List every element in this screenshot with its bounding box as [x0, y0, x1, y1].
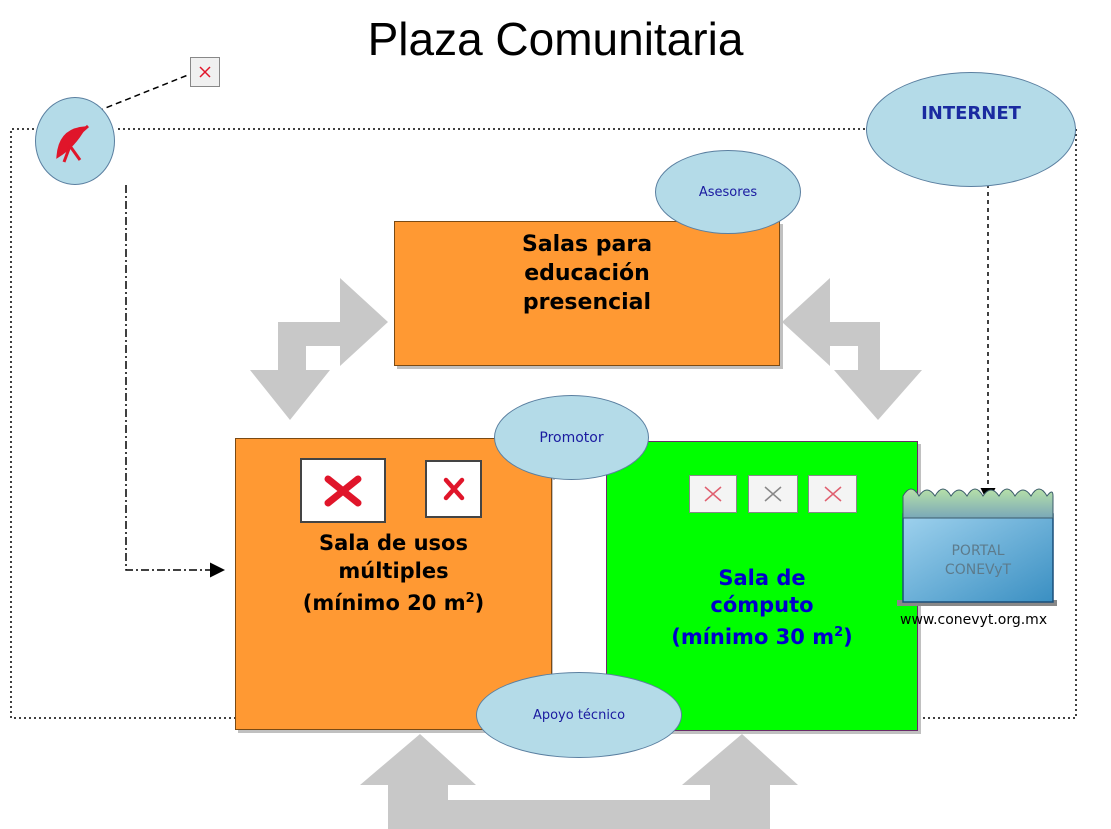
- room-label-line: presencial: [522, 290, 652, 315]
- oval-satellite: [35, 97, 115, 185]
- room-label-text: ): [843, 625, 853, 649]
- room-label-line: Sala de usos: [319, 531, 468, 555]
- portal-building-icon: [897, 488, 1057, 606]
- room-label-line: educación: [524, 261, 650, 286]
- broken-image-icon: [300, 458, 386, 523]
- gray-arrow-upper-left: [250, 278, 388, 420]
- gray-arrow-upper-right: [782, 278, 922, 420]
- broken-image-icon: [748, 475, 798, 513]
- oval-technical-support: Apoyo técnico: [476, 672, 682, 758]
- satellite-link-line: [87, 74, 189, 116]
- oval-promoter: Promotor: [494, 395, 649, 480]
- oval-label: Asesores: [698, 184, 758, 200]
- oval-internet: INTERNET: [866, 72, 1076, 187]
- room-label-text: (mínimo 30 m: [671, 625, 835, 649]
- satellite-dish-icon: [56, 124, 89, 163]
- broken-image-icon: [425, 460, 482, 518]
- oval-label: INTERNET: [921, 103, 1021, 124]
- room-in-person-education: Salas para educación presencial: [394, 221, 780, 366]
- room-in-person-education-label: Salas para educación presencial: [395, 230, 779, 317]
- room-multi-use: Sala de usos múltiples (mínimo 20 m2): [235, 438, 552, 730]
- broken-image-icon: [689, 475, 737, 513]
- portal-label-line: CONEVyT: [944, 562, 1012, 578]
- gray-arrow-bottom: [360, 734, 798, 829]
- room-label-line: (mínimo 30 m2): [607, 619, 917, 651]
- oval-label: Apoyo técnico: [532, 707, 626, 723]
- room-label-line: múltiples: [338, 559, 449, 583]
- oval-label: Promotor: [539, 429, 604, 446]
- room-label-line: Salas para: [521, 232, 653, 257]
- room-label-line: cómputo: [710, 593, 814, 617]
- room-multi-use-label: Sala de usos múltiples (mínimo 20 m2): [236, 529, 551, 617]
- superscript: 2: [465, 591, 475, 606]
- broken-image-icon: [190, 57, 220, 87]
- room-label-text: ): [474, 591, 485, 615]
- portal-url: www.conevyt.org.mx: [900, 612, 1048, 628]
- oval-advisors: Asesores: [655, 150, 801, 234]
- room-label-text: (mínimo 20 m: [302, 591, 466, 615]
- portal-label-line: PORTAL: [951, 543, 1005, 559]
- portal-conevyt: PORTAL CONEVyT: [895, 478, 1065, 608]
- portal-label: PORTAL CONEVyT: [903, 542, 1053, 580]
- satellite-to-room-arrow: [125, 185, 225, 578]
- page-title: Plaza Comunitaria: [367, 13, 744, 65]
- room-computer-label: Sala de cómputo (mínimo 30 m2): [607, 565, 917, 651]
- superscript: 2: [834, 625, 844, 640]
- room-label-line: Sala de: [718, 566, 806, 590]
- broken-image-icon: [808, 475, 857, 513]
- room-label-line: (mínimo 20 m2): [236, 585, 551, 617]
